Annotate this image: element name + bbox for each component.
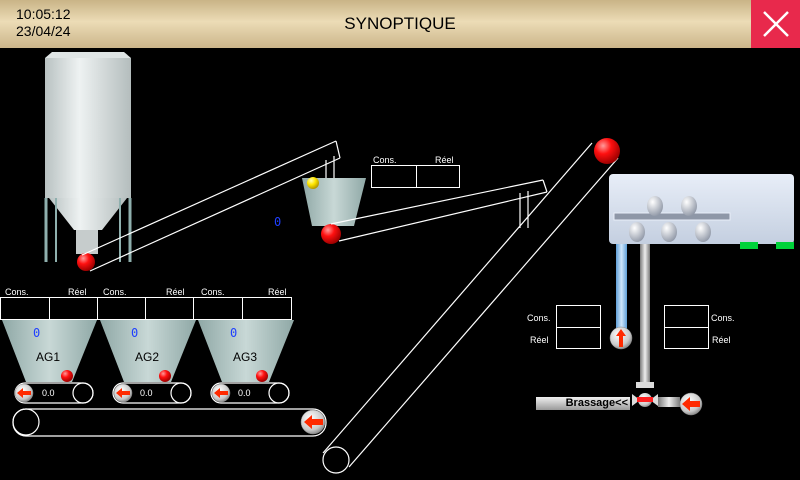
- inclined-belt: [322, 142, 619, 474]
- additive-value-boxes: [664, 305, 709, 349]
- motor-direction-icon[interactable]: [211, 383, 231, 403]
- ag2-speed: 0.0: [140, 388, 153, 398]
- hopper-discharge-indicator: [321, 224, 341, 244]
- ag1-indicator: [61, 370, 73, 382]
- water-cons-box: [556, 305, 601, 328]
- hopper-cons-label: Cons.: [373, 155, 397, 165]
- screw-conveyor: [81, 140, 341, 272]
- motor-direction-icon[interactable]: [113, 383, 133, 403]
- silo-indicator: [77, 253, 95, 271]
- water-reel-label: Réel: [530, 335, 549, 345]
- weighing-hopper: [302, 178, 366, 226]
- ag2-cons-box: [97, 297, 146, 320]
- silo: [44, 52, 132, 262]
- hopper-weight-value: 0: [274, 215, 282, 229]
- additive-cons-box: [664, 305, 709, 328]
- water-value-boxes: [556, 305, 601, 349]
- hopper-level-indicator: [307, 177, 319, 189]
- motor-direction-icon[interactable]: [609, 326, 633, 350]
- valve-pipe-right: [658, 397, 680, 407]
- ag1-value: 0: [33, 326, 41, 340]
- motor-direction-icon[interactable]: [679, 392, 703, 416]
- additive-cons-label: Cons.: [711, 313, 735, 323]
- ag1-speed: 0.0: [42, 388, 55, 398]
- ag3-value: 0: [230, 326, 238, 340]
- ag1-cons-label: Cons.: [5, 287, 29, 297]
- hopper-value-boxes: [371, 165, 460, 188]
- ag3-reel-label: Réel: [268, 287, 287, 297]
- ag3-cons-box: [193, 297, 243, 320]
- hopper-conveyor: [330, 179, 548, 242]
- hopper-reel-label: Réel: [435, 155, 454, 165]
- ag2-cons-label: Cons.: [103, 287, 127, 297]
- ag3-name: AG3: [233, 350, 258, 364]
- mixer: [609, 174, 794, 244]
- hopper-cons-box: [371, 165, 417, 188]
- close-button[interactable]: [751, 0, 800, 48]
- mixer-status-led-2: [776, 242, 794, 249]
- ag2-name: AG2: [135, 350, 160, 364]
- ag1-reel-label: Réel: [68, 287, 87, 297]
- ag2-reel-label: Réel: [166, 287, 185, 297]
- water-pipe: [616, 244, 627, 330]
- additive-reel-box: [664, 327, 709, 349]
- hopper-reel-box: [416, 165, 460, 188]
- ag1-reel-box: [49, 297, 98, 320]
- page-title: SYNOPTIQUE: [344, 14, 456, 33]
- ag2-value: 0: [131, 326, 139, 340]
- additive-reel-label: Réel: [712, 335, 731, 345]
- current-time: 10:05:12: [16, 6, 71, 22]
- ag3-indicator: [256, 370, 268, 382]
- ag2-reel-box: [145, 297, 194, 320]
- current-date: 23/04/24: [16, 23, 71, 39]
- brassage-button[interactable]: Brassage<<: [536, 397, 630, 410]
- ag1-cons-box: [0, 297, 50, 320]
- water-reel-box: [556, 327, 601, 349]
- clock: 10:05:12 23/04/24: [16, 6, 71, 40]
- extractor-belts: [14, 382, 290, 404]
- ag1-name: AG1: [36, 350, 61, 364]
- aggregate-value-boxes: [0, 297, 292, 320]
- aggregate-hoppers: [2, 320, 294, 382]
- motor-direction-icon[interactable]: [14, 383, 34, 403]
- ag3-cons-label: Cons.: [201, 287, 225, 297]
- ag3-speed: 0.0: [238, 388, 251, 398]
- valve-icon[interactable]: [632, 382, 658, 407]
- close-icon: [763, 11, 789, 37]
- elevator-head-indicator: [594, 138, 620, 164]
- plant-synoptic: [2, 52, 794, 474]
- motor-direction-icon[interactable]: [300, 409, 326, 435]
- additive-pipe: [640, 244, 650, 382]
- collecting-belt: [12, 408, 327, 437]
- ag3-reel-box: [242, 297, 292, 320]
- ag2-indicator: [159, 370, 171, 382]
- header-bar: 10:05:12 23/04/24 SYNOPTIQUE: [0, 0, 800, 48]
- mixer-status-led-1: [740, 242, 758, 249]
- water-cons-label: Cons.: [527, 313, 551, 323]
